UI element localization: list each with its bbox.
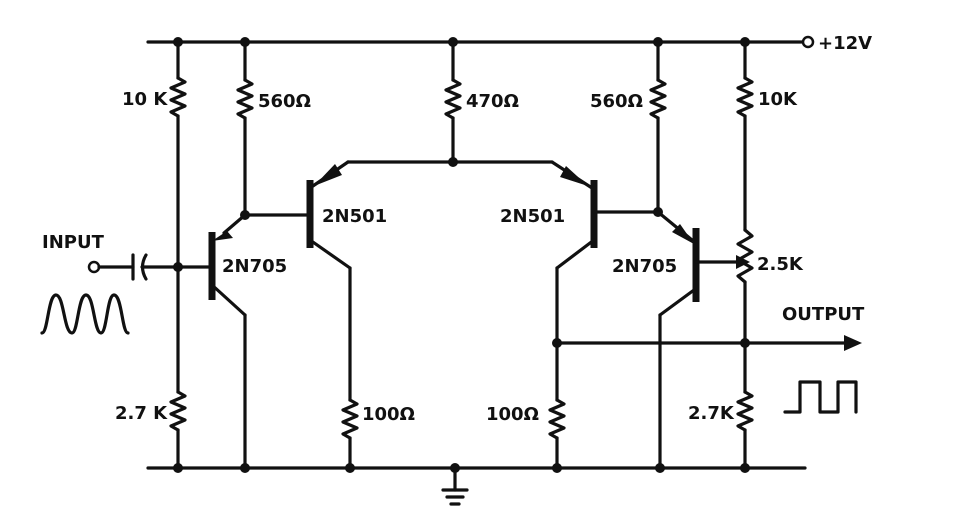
transistor-right-2n705: [656, 210, 750, 470]
supply-rail: [146, 35, 815, 49]
ground-symbol: [441, 488, 469, 506]
resistor-left-emitter: [341, 398, 359, 470]
junction-dots: [173, 37, 750, 473]
label-left-emitter: 100Ω: [362, 404, 415, 425]
label-right-top: 10K: [758, 89, 798, 110]
resistor-right-bottom: [736, 390, 754, 470]
resistor-right-top: [736, 40, 754, 232]
label-right-560: 560Ω: [590, 91, 643, 112]
label-right-bottom: 2.7K: [688, 403, 735, 424]
label-left-bottom: 2.7 K: [115, 403, 168, 424]
label-right-2n501: 2N501: [500, 206, 565, 227]
input-label: INPUT: [42, 232, 105, 253]
label-right-2n705: 2N705: [612, 256, 677, 277]
label-left-560: 560Ω: [258, 91, 311, 112]
label-left-2n501: 2N501: [322, 206, 387, 227]
label-left-top: 10 K: [122, 89, 168, 110]
resistor-center-470: [444, 40, 462, 164]
output-line: [555, 335, 862, 351]
label-right-emitter: 100Ω: [486, 404, 539, 425]
output-waveform-square: [783, 380, 858, 414]
resistor-left-top: [169, 40, 187, 394]
label-center-470: 470Ω: [466, 91, 519, 112]
input-terminal: [87, 260, 135, 274]
input-waveform-sine: [40, 293, 130, 335]
input-capacitor: [131, 253, 214, 281]
resistor-right-emitter: [548, 398, 566, 470]
resistor-right-560: [649, 40, 667, 214]
label-left-2n705: 2N705: [222, 256, 287, 277]
output-label: OUTPUT: [782, 304, 865, 325]
label-pot: 2.5K: [757, 254, 804, 275]
transistor-left-2n501: [243, 160, 352, 402]
potentiometer: [736, 228, 754, 394]
transistor-right-2n501: [550, 160, 660, 402]
resistor-left-560: [236, 40, 254, 217]
transistor-left-2n705: [208, 213, 247, 470]
resistor-left-bottom: [169, 390, 187, 470]
supply-label: +12V: [818, 33, 872, 54]
